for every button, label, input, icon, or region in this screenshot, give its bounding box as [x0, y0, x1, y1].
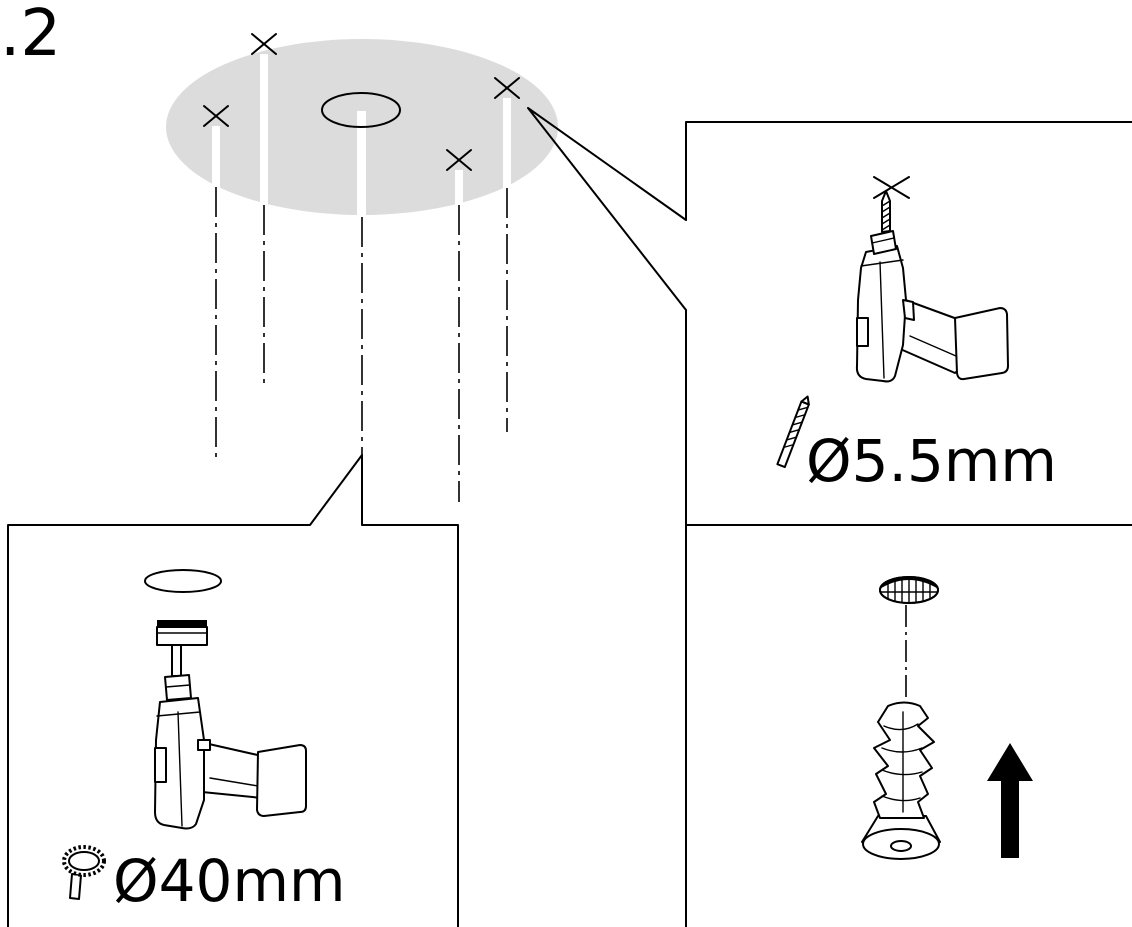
- drill-trigger: [197, 739, 211, 751]
- drill-line-gap: [357, 111, 366, 217]
- right-callout-frame: [685, 121, 1132, 927]
- hole-saw-teeth: [157, 620, 207, 628]
- x-mark-icon: [446, 149, 472, 171]
- hole-saw-drill-illustration: [154, 620, 307, 830]
- pilot-hole-callout-pointer: [527, 107, 687, 311]
- center-hole-outline-detail: [144, 569, 222, 593]
- drill-line-gap: [455, 170, 463, 205]
- drill-battery: [954, 307, 1009, 381]
- x-mark-icon: [251, 33, 277, 55]
- drill-line-gap: [212, 126, 220, 188]
- drill-bit-icon: [881, 190, 891, 233]
- drill-line-gap: [503, 98, 511, 188]
- x-mark-icon: [203, 105, 229, 127]
- hole-saw-size-label: Ø40mm: [113, 847, 345, 915]
- drill-battery: [256, 744, 307, 817]
- projection-lines: [215, 187, 508, 502]
- cover-cap-icon: [879, 576, 939, 604]
- push-up-arrow-icon: [987, 743, 1033, 858]
- x-mark-icon: [873, 176, 910, 199]
- drill-trigger: [902, 299, 915, 321]
- drill-side-panel: [154, 747, 167, 783]
- pilot-drill-illustration: [855, 176, 1009, 383]
- drill-line-gap: [260, 54, 268, 205]
- hole-saw-icon: [62, 845, 106, 900]
- drill-chuck: [870, 230, 897, 255]
- x-mark-icon: [494, 77, 520, 99]
- step-number: .2: [0, 0, 61, 71]
- hole-saw-cup: [156, 626, 208, 646]
- drill-side-panel: [856, 317, 869, 347]
- pilot-bit-size-label: Ø5.5mm: [806, 427, 1057, 495]
- ceiling-plate: [166, 39, 558, 217]
- drill-chuck: [164, 674, 192, 701]
- center-hole-callout-frame: [7, 454, 459, 927]
- drill-bit-size-icon: [776, 395, 810, 469]
- center-hole-outline: [321, 92, 401, 128]
- hole-saw-arbor: [171, 644, 182, 677]
- wall-plug-icon: [861, 701, 941, 860]
